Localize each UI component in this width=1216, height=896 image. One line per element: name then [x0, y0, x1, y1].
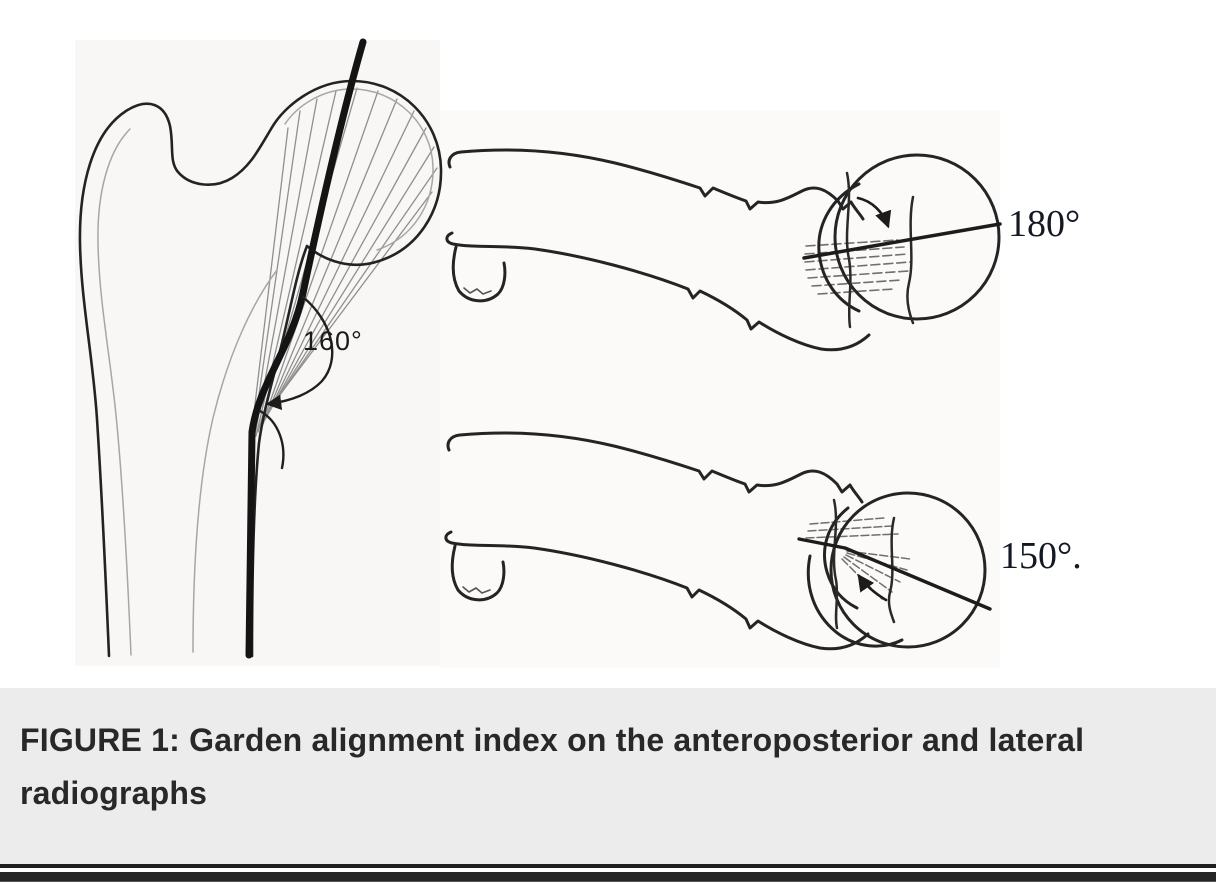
lateral-bottom-outline [444, 431, 987, 651]
lateral-bottom-flap-squiggle [462, 586, 491, 594]
figure-image: 160° [75, 38, 1082, 668]
lateral-malaligned-drawing: 150°. [444, 431, 1082, 651]
ap-femur-outline [78, 79, 443, 658]
figure-caption: FIGURE 1: Garden alignment index on the … [20, 722, 1085, 811]
ap-radiograph-drawing: 160° [78, 38, 443, 659]
garden-index-illustration: 160° [75, 38, 1082, 668]
lateral-top-fracture-lines [845, 171, 915, 329]
ap-angle-label: 160° [303, 326, 363, 356]
lateral-top-angle-label: 180° [1008, 203, 1080, 245]
lateral-bottom-arrow [857, 573, 888, 602]
lateral-top-flap-squiggle [463, 287, 492, 295]
scan-background-right [440, 110, 1000, 668]
caption-divider [0, 864, 1216, 868]
lateral-top-axis-line [802, 222, 1002, 260]
ap-inner-cortex-lines [97, 88, 434, 656]
lateral-bottom-axis-line [797, 537, 992, 611]
lateral-top-outline [445, 148, 1001, 352]
lateral-top-arrow [856, 196, 892, 229]
ap-alignment-axis-line [245, 38, 367, 659]
ap-angle-arc [258, 295, 334, 470]
page-divider-bar [0, 872, 1216, 882]
lateral-bottom-angle-label: 150°. [1000, 535, 1082, 577]
figure-caption-panel: FIGURE 1: Garden alignment index on the … [0, 688, 1216, 864]
lateral-aligned-drawing: 180° [445, 148, 1080, 352]
lateral-bottom-fracture-lines [832, 498, 896, 630]
scan-background-left [75, 40, 440, 666]
